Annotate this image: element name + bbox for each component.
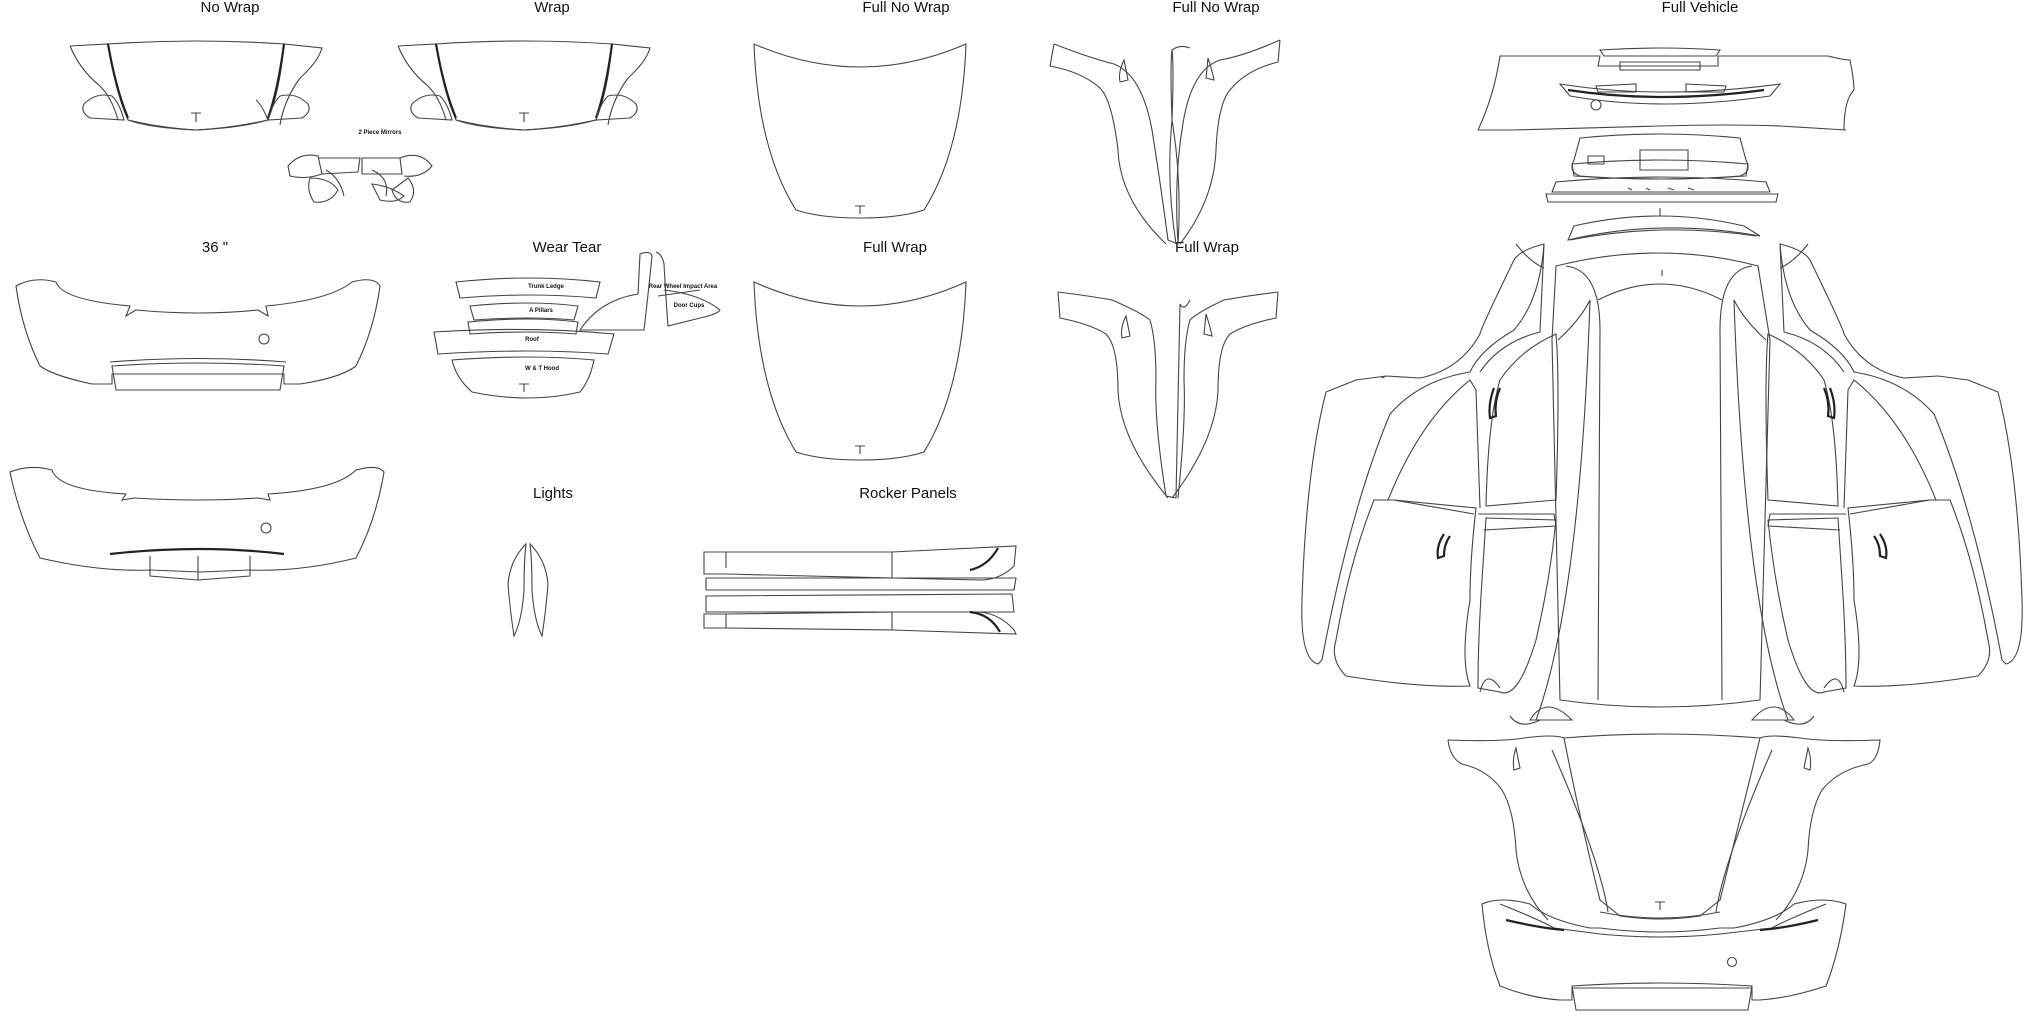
full-wrap-bumper xyxy=(1057,291,1279,499)
full-no-wrap-bumper xyxy=(1049,39,1281,245)
label-a-pillars: A Pillars xyxy=(529,308,553,314)
label-rear-wheel: Rear Wheel Impact Area xyxy=(648,284,718,290)
label-roof: Roof xyxy=(525,337,539,343)
label-door-cups: Door Cups xyxy=(673,303,705,309)
full-vehicle-layout xyxy=(1301,47,2023,1011)
lights-parts xyxy=(507,542,549,638)
title-full-wrap-bumper: Full Wrap xyxy=(1175,239,1239,256)
title-full-wrap-hood: Full Wrap xyxy=(863,239,927,256)
title-no-wrap: No Wrap xyxy=(200,0,260,16)
title-36: 36 " xyxy=(201,239,229,256)
title-wear-tear: Wear Tear xyxy=(532,239,602,256)
label-trunk-ledge: Trunk Ledge xyxy=(528,284,564,290)
no-wrap-front-parts xyxy=(69,40,323,131)
title-full-no-wrap-hood: Full No Wrap xyxy=(862,0,950,16)
title-full-no-wrap-bumper: Full No Wrap xyxy=(1172,0,1260,16)
title-wrap: Wrap xyxy=(534,0,570,16)
full-wrap-hood xyxy=(753,281,967,461)
wrap-front-parts xyxy=(397,40,651,131)
label-mirrors: 2 Piece Mirrors xyxy=(358,130,402,136)
title-lights: Lights xyxy=(532,485,574,502)
thirty-six-bumper xyxy=(15,279,381,391)
label-wt-hood: W & T Hood xyxy=(525,366,559,372)
thirty-six-bumper-lower xyxy=(9,466,385,581)
wear-tear-parts xyxy=(433,251,721,399)
title-full-vehicle: Full Vehicle xyxy=(1661,0,1739,16)
mirrors-parts xyxy=(287,154,433,203)
full-no-wrap-hood xyxy=(753,43,967,219)
title-rocker-panels: Rocker Panels xyxy=(859,485,957,502)
rocker-panels xyxy=(703,545,1017,635)
